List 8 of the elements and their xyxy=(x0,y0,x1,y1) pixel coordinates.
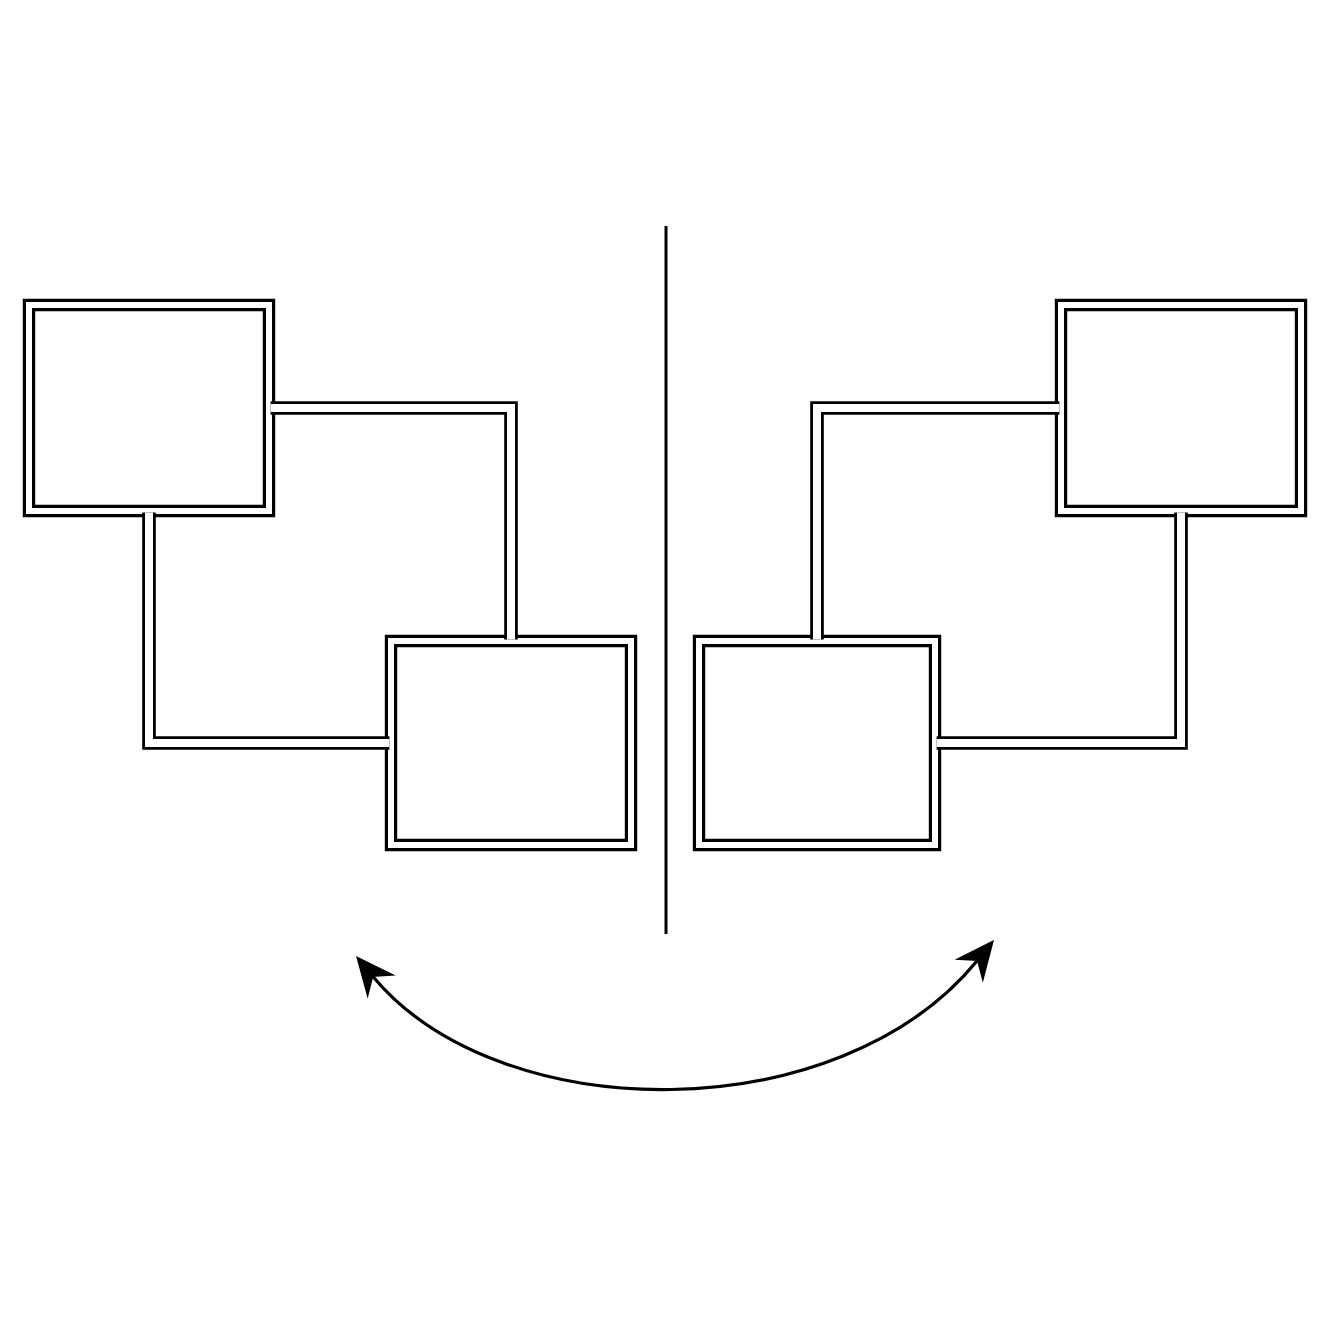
frame-box xyxy=(384,634,638,852)
connector xyxy=(936,512,1188,750)
connector xyxy=(270,401,518,640)
frame-box xyxy=(22,298,276,518)
connector xyxy=(810,401,1060,640)
frame-box xyxy=(1054,298,1308,518)
connector xyxy=(142,512,390,750)
frame-box xyxy=(692,634,942,852)
